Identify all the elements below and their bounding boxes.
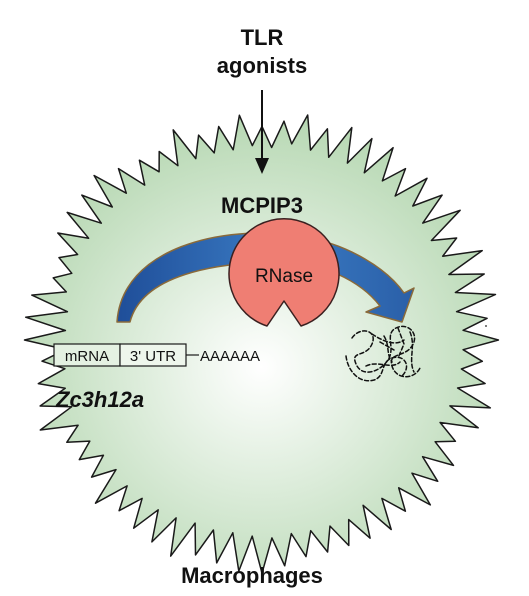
- cleavage-arrow-icon: [116, 232, 415, 323]
- polya-tail: AAAAAA: [200, 348, 260, 365]
- degraded-rna-icon: [345, 325, 421, 382]
- rnase-pacman-icon: [228, 218, 340, 327]
- rnase-label: RNase: [255, 266, 313, 287]
- macrophage-cell: [23, 114, 500, 574]
- stimulus-arrow-head-icon: [255, 158, 269, 174]
- cell-label: Macrophages: [181, 563, 323, 588]
- mrna-box-label: mRNA: [65, 348, 109, 365]
- stray-dot: [485, 325, 487, 327]
- stimulus-label-line1: TLR: [241, 25, 284, 50]
- utr-box-label: 3' UTR: [130, 348, 176, 365]
- protein-label: MCPIP3: [221, 193, 303, 218]
- stimulus-label-line2: agonists: [217, 53, 307, 78]
- gene-label: Zc3h12a: [55, 387, 144, 412]
